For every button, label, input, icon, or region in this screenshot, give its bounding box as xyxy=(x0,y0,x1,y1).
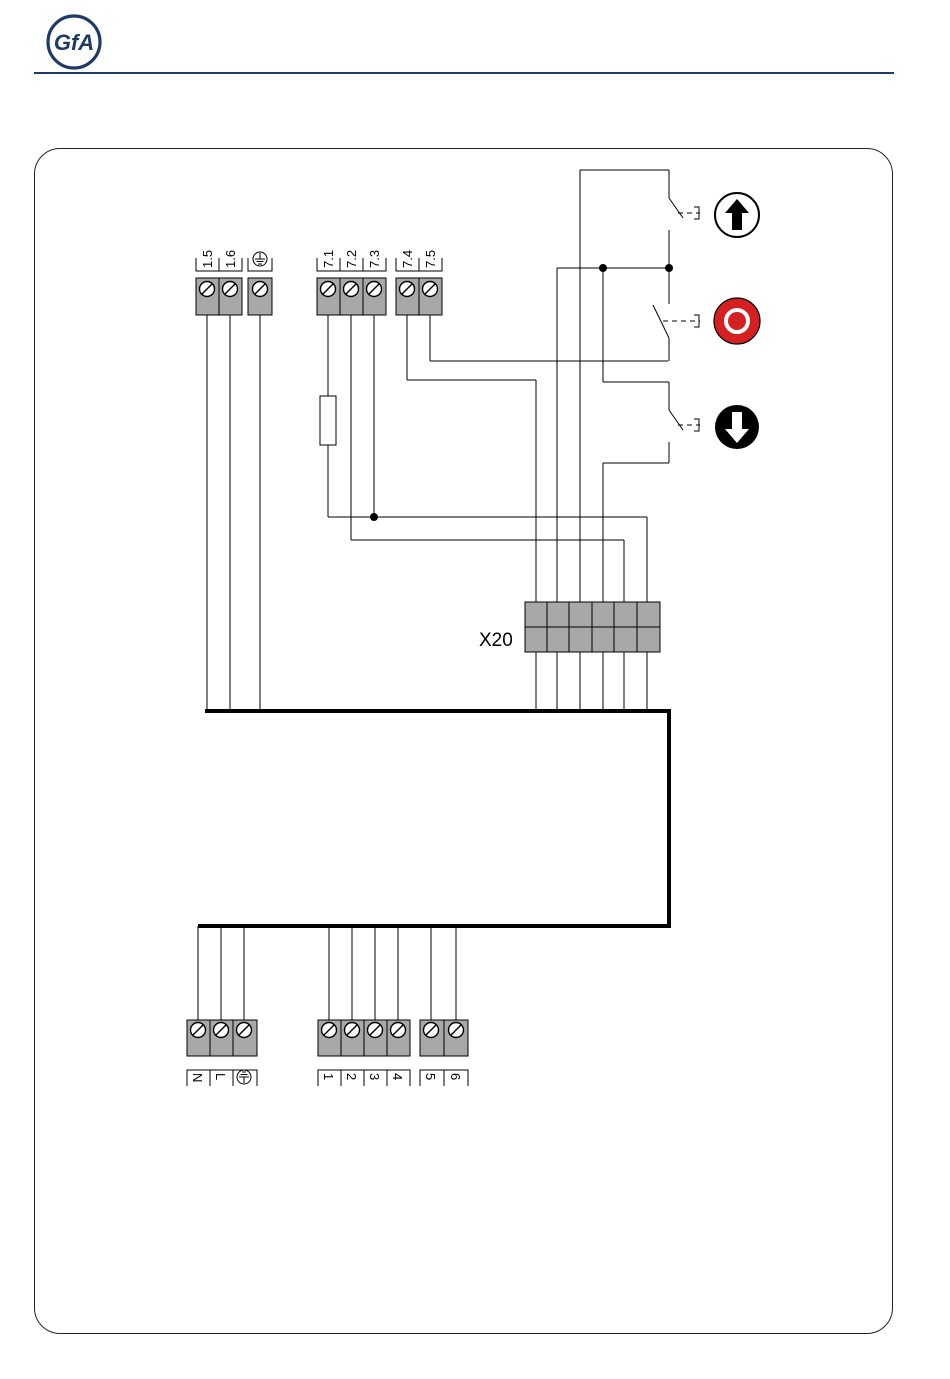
terminal-label-1: 1 xyxy=(321,1073,336,1080)
terminal-label-3: 3 xyxy=(367,1073,382,1080)
bottom-terminal-block-1 xyxy=(318,1020,410,1056)
terminal-label-1-5: 1.5 xyxy=(200,250,215,268)
arrow-up-icon xyxy=(715,193,759,237)
terminal-label-7-5: 7.5 xyxy=(423,250,438,268)
top-terminal-block-c xyxy=(396,278,442,315)
earth-ground-icon xyxy=(237,1070,251,1084)
terminal-label-l: L xyxy=(213,1073,228,1080)
main-cable xyxy=(198,711,669,926)
arrow-down-icon xyxy=(715,405,759,449)
terminal-label-4: 4 xyxy=(390,1073,405,1080)
stop-icon xyxy=(714,298,760,344)
x20-label: X20 xyxy=(479,630,513,651)
terminal-label-7-2: 7.2 xyxy=(344,250,359,268)
terminal-label-2: 2 xyxy=(344,1073,359,1080)
terminal-label-n: N xyxy=(190,1073,205,1082)
terminal-label-6: 6 xyxy=(448,1073,463,1080)
terminal-label-7-4: 7.4 xyxy=(400,250,415,268)
terminal-label-1-6: 1.6 xyxy=(223,250,238,268)
terminal-label-5: 5 xyxy=(423,1073,438,1080)
top-terminal-block-a xyxy=(196,278,272,315)
x20-connector xyxy=(525,602,660,652)
earth-ground-icon xyxy=(253,252,267,266)
top-terminal-block-b xyxy=(317,278,386,315)
terminal-label-7-3: 7.3 xyxy=(367,250,382,268)
bottom-terminal-block-power xyxy=(187,1020,257,1056)
terminal-label-7-1: 7.1 xyxy=(321,250,336,268)
bottom-terminal-block-2 xyxy=(420,1020,468,1056)
resistor xyxy=(320,396,336,445)
